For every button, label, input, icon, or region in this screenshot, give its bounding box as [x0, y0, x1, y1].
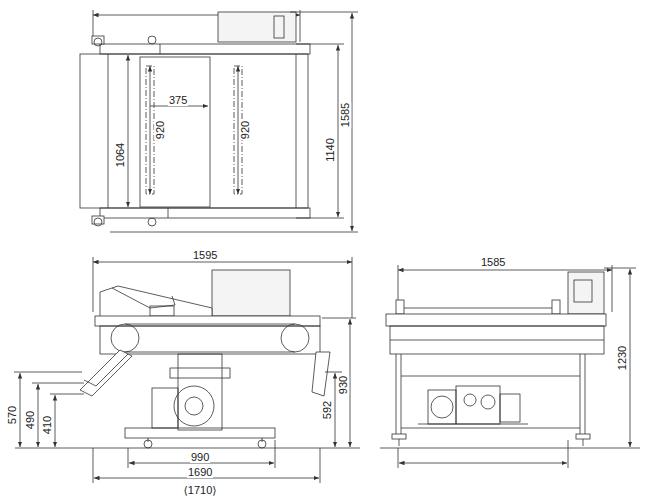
dimension-label: 1585: [480, 256, 506, 268]
dimension-label: 410: [41, 415, 53, 435]
dimension-label: 990: [190, 451, 210, 463]
dimension-label: 1690: [187, 466, 213, 478]
dimension-label: 1064: [114, 142, 126, 168]
plan-view: [80, 10, 358, 232]
dimension-label: 592: [321, 400, 333, 420]
dimension-label: 570: [6, 405, 18, 425]
dimension-label: 1140: [324, 137, 336, 163]
dimension-label: 375: [168, 94, 188, 106]
dimension-label: 1585: [339, 102, 351, 128]
dimension-label: 490: [24, 410, 36, 430]
dimension-label: 1230: [616, 345, 628, 371]
dimension-label: 930: [337, 375, 349, 395]
dimension-label: 920: [154, 120, 166, 140]
dimension-label: ⟨1710⟩: [183, 484, 218, 496]
side-view: [380, 265, 640, 468]
front-view: [14, 257, 360, 483]
dimension-label: 920: [239, 120, 251, 140]
dimension-label: 1595: [192, 249, 218, 261]
